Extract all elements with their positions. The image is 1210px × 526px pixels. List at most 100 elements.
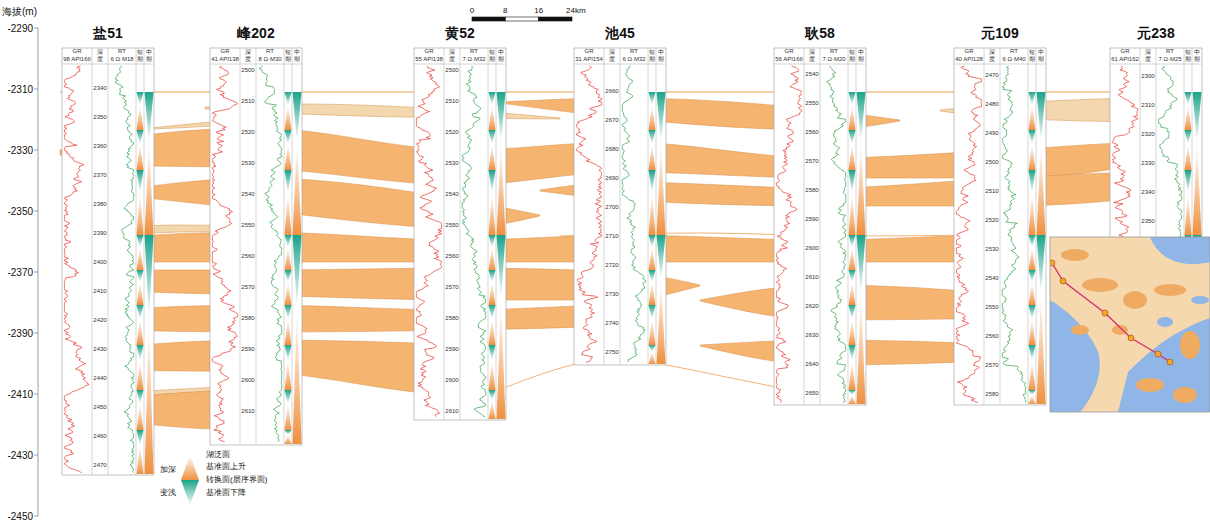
legend-label: 湖泛面 [206, 451, 230, 460]
well-log-column [62, 48, 154, 475]
axis-label: -2370 [7, 267, 33, 278]
short-cycle-fall [137, 345, 144, 361]
track-divider [444, 48, 445, 420]
short-cycle-fall [1029, 305, 1036, 319]
axis-label: -2350 [7, 206, 33, 217]
track-divider [804, 48, 805, 405]
depth-label: 2560 [241, 253, 254, 260]
depth-label: 2570 [805, 158, 818, 165]
log-header: 中期 [498, 49, 504, 62]
short-cycle-fall [285, 390, 292, 404]
well-column: 元238GR61 API162深度RT7 Ω·M25短期中期2300231023… [1110, 26, 1202, 290]
log-header: 短期 [137, 49, 143, 62]
depth-label: 2550 [985, 304, 998, 311]
track-divider [284, 48, 285, 445]
depth-label: 2600 [805, 245, 818, 252]
gr-curve [956, 66, 981, 403]
short-cycle-rise [1185, 105, 1192, 130]
scale-segment [539, 17, 572, 21]
short-cycle-rise [849, 282, 856, 305]
log-header: GR [1121, 48, 1130, 55]
header-divider [1110, 64, 1202, 65]
log-header: RT [1166, 48, 1174, 55]
depth-label: 2570 [445, 284, 458, 291]
log-header: 6 Ω·M32 [622, 56, 645, 63]
lake [1157, 317, 1173, 327]
track-divider [136, 48, 137, 475]
depth-label: 2380 [93, 201, 106, 208]
track-divider [1028, 48, 1029, 405]
depth-label: 2570 [241, 284, 254, 291]
depth-label: 2640 [805, 361, 818, 368]
track-divider [848, 48, 849, 405]
axis-label: -2450 [7, 511, 33, 522]
sand-lobe [1180, 331, 1200, 359]
log-header: 6 Ω·M18 [110, 56, 133, 63]
depth-label: 2730 [605, 291, 618, 298]
short-cycle-fall [489, 92, 496, 105]
axis-label: -2390 [7, 328, 33, 339]
short-cycle-rise [137, 404, 144, 430]
column-background [954, 48, 1046, 405]
depth-label: 2610 [241, 408, 254, 415]
rt-curve [827, 66, 846, 403]
column-background [62, 48, 154, 475]
short-cycle-fall [285, 430, 292, 435]
rt-curve [259, 66, 282, 442]
depth-label: 2580 [241, 315, 254, 322]
depth-label: 2510 [241, 98, 254, 105]
short-cycle-fall [137, 92, 144, 105]
log-header: GR [965, 48, 974, 55]
mid-cycle-rise [497, 142, 506, 235]
axis-tick [34, 211, 38, 212]
short-cycle-rise [849, 193, 856, 235]
log-header: RT [118, 48, 126, 55]
gr-curve [576, 66, 601, 362]
sand-lobe [1123, 291, 1147, 309]
short-cycle-rise [137, 105, 144, 130]
legend-label: 转换面(层序界面) [206, 476, 267, 485]
log-header: 深度 [989, 49, 995, 62]
header-divider [954, 64, 1046, 65]
short-cycle-rise [285, 282, 292, 305]
log-header: 41 API138 [211, 56, 239, 63]
depth-label: 2610 [805, 274, 818, 281]
short-cycle-fall [285, 130, 292, 144]
log-header: 31 API154 [575, 56, 603, 63]
log-header: 深度 [609, 49, 615, 62]
header-divider [210, 64, 302, 65]
gr-curve [416, 66, 441, 417]
scale-label: 16 [534, 7, 543, 16]
sand-lobe [1071, 325, 1089, 335]
mid-cycle-fall [293, 92, 302, 142]
depth-label: 2550 [241, 222, 254, 229]
track-divider [256, 48, 257, 445]
depth-label: 2520 [985, 217, 998, 224]
log-header: 中期 [294, 49, 300, 62]
short-cycle-rise [1029, 144, 1036, 170]
depth-label: 2470 [985, 72, 998, 79]
legend-label: 基准面上升 [206, 463, 246, 472]
log-header: 中期 [146, 49, 152, 62]
rt-curve [462, 66, 485, 417]
short-cycle-fall [849, 390, 856, 395]
log-header: 40 API128 [955, 56, 983, 63]
mid-cycle-fall [857, 92, 866, 142]
well-column: 盐51GR98 API166深度RT6 Ω·M18短期中期23402350236… [62, 26, 154, 475]
legend-swatch [181, 455, 199, 480]
depth-label: 2530 [985, 246, 998, 253]
log-header: 7 Ω·M32 [462, 56, 485, 63]
depth-label: 2340 [1141, 189, 1154, 196]
well-marker [1060, 278, 1066, 284]
short-cycle-rise [1029, 247, 1036, 270]
depth-label: 2350 [93, 114, 106, 121]
inset-frame [1050, 237, 1210, 412]
short-cycle-fall [137, 305, 144, 319]
log-header: 短期 [285, 49, 291, 62]
log-header: 深度 [449, 49, 455, 62]
short-cycle-fall [1029, 345, 1036, 361]
short-cycle-fall [649, 92, 656, 105]
depth-label: 2460 [93, 433, 106, 440]
depth-label: 2560 [805, 129, 818, 136]
